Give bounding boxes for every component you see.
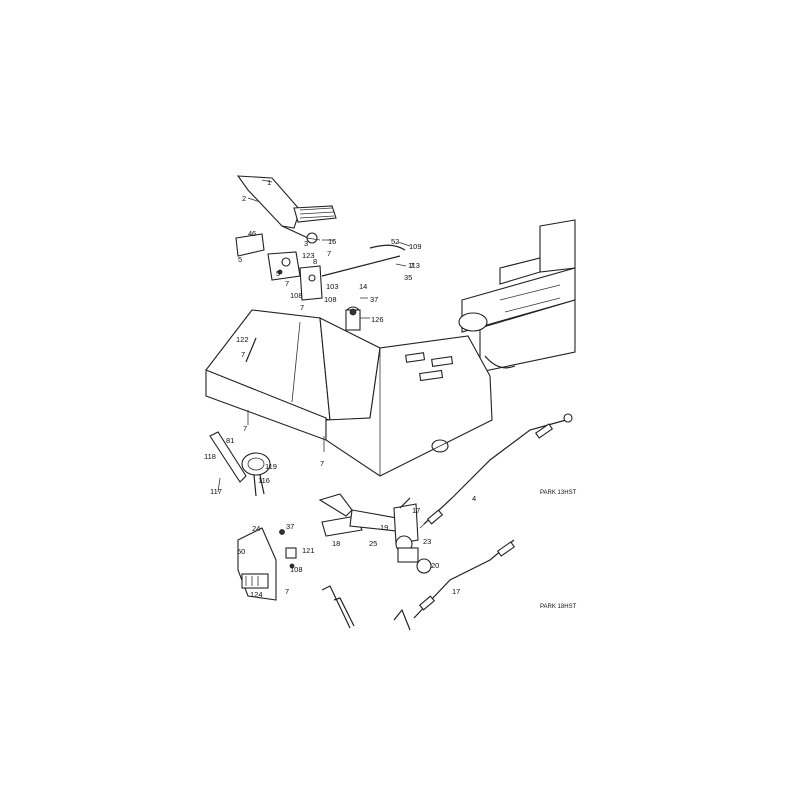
park-cable-18hst [413,539,516,619]
part-label: 5 [276,269,280,278]
part-label: 3 [304,239,308,248]
part-label: 7 [285,587,289,596]
part-label: 117 [210,487,222,496]
part-label: 35 [404,273,412,282]
part-label: 123 [302,251,315,260]
part-label: 113 [408,261,420,270]
part-label: 17 [452,587,460,596]
part-label: 50 [237,547,245,556]
part-label: 119 [265,462,277,471]
part-label: 109 [409,242,422,251]
switch-bracket [237,527,297,601]
part-label: 24 [252,524,260,533]
part-label: 18 [332,539,340,548]
part-label: 8 [313,257,317,266]
part-label: 108 [290,291,303,300]
park-lever-switch [209,431,271,497]
part-label: 5 [238,255,242,264]
part-label: 16 [328,237,336,246]
park-brake-pedal-18hst [321,585,411,631]
part-label: 81 [226,436,234,445]
part-label: 7 [320,459,324,468]
part-label: 52 [391,237,399,246]
part-label: 7 [300,303,304,312]
part-label: 14 [359,282,367,291]
caption-park-13hst: PARK 13HST [540,490,577,496]
part-label: 124 [250,590,263,599]
caption-park-18hst: PARK 18HST [540,604,577,610]
leader-lines [247,179,411,319]
part-label: 108 [324,295,337,304]
part-label: 37 [370,295,378,304]
part-label: 4 [248,229,252,238]
part-number-labels: 1 2 3 4 5 5 6 7 7 7 7 7 7 7 7 8 14 16 10… [204,178,476,599]
part-label: 7 [285,279,289,288]
part-label: 37 [286,522,294,531]
footrest-housing [205,309,493,477]
part-label: 7 [327,249,331,258]
part-label: 7 [243,424,247,433]
part-label: 118 [204,452,216,461]
part-label: 4 [472,494,476,503]
part-label: 25 [369,539,377,548]
part-label: 103 [326,282,339,291]
chassis-frame [458,219,576,373]
brake-pedal-assembly [235,175,406,452]
part-label: 7 [410,261,414,270]
park-cable-13hst [419,413,573,529]
part-label: 108 [290,565,303,574]
part-label: 1 [267,178,271,187]
part-label: 17 [412,506,420,515]
part-label: 126 [371,315,384,324]
part-label: 7 [241,350,245,359]
part-label: 2 [242,194,246,203]
part-label: 6 [252,229,256,238]
part-label: 121 [302,546,315,555]
part-label: 122 [236,335,249,344]
part-label: 20 [431,561,439,570]
part-label: 23 [423,537,431,546]
part-label: 19 [380,523,388,532]
part-label: 116 [258,476,270,485]
park-brake-pedal-13hst [318,493,432,574]
